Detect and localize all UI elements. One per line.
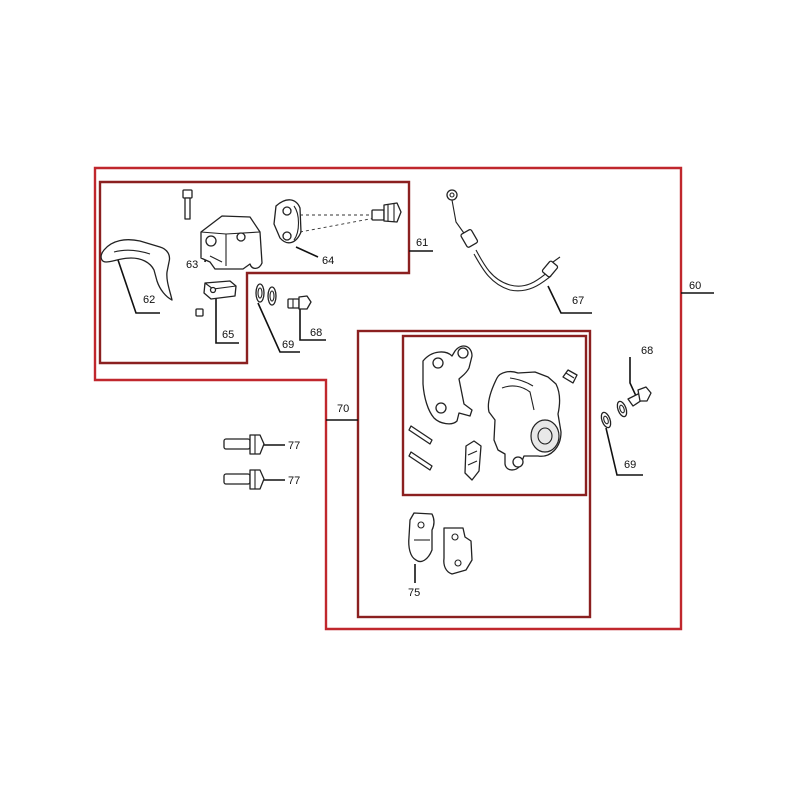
assembly-61-frame	[98, 180, 411, 365]
part-label-67: 67	[572, 295, 584, 307]
caliper-subframe	[401, 334, 588, 497]
part-label-68-top: 68	[310, 327, 322, 339]
leader-69-top	[257, 302, 300, 353]
part-label-77-lower: 77	[288, 475, 300, 487]
brake-master-cylinder-icon	[200, 215, 263, 270]
part-label-70: 70	[337, 403, 349, 415]
slide-pin-icon	[408, 425, 433, 471]
leader-62	[116, 256, 160, 314]
part-label-69-right: 69	[624, 459, 636, 471]
bolt-icon	[371, 202, 402, 223]
part-labels: 60 61 62 63 64 65 67 68 69 70 68 69 75 7…	[143, 237, 701, 599]
washer-icon	[600, 411, 612, 429]
leader-69-right	[605, 427, 643, 476]
washer-icon	[255, 283, 265, 303]
part-label-64: 64	[322, 255, 334, 267]
brake-pad-icon	[443, 527, 473, 575]
bolt-icon	[287, 295, 312, 310]
leader-68-top	[299, 307, 326, 341]
part-label-61: 61	[416, 237, 428, 249]
leader-67	[547, 285, 592, 314]
part-label-62: 62	[143, 294, 155, 306]
brake-lever-icon	[100, 239, 173, 301]
brake-pad-icon	[408, 512, 435, 563]
bolt-icon	[182, 189, 193, 220]
bleeder-valve-icon	[562, 369, 578, 384]
assembly-60-frame	[93, 166, 683, 631]
washer-icon	[267, 286, 277, 306]
part-label-75: 75	[408, 587, 420, 599]
part-label-77-upper: 77	[288, 440, 300, 452]
leader-65	[215, 297, 239, 344]
bolt-icon	[223, 469, 265, 490]
brake-light-switch-icon	[195, 280, 237, 317]
pad-spring-icon	[464, 440, 482, 481]
part-label-63: 63	[186, 259, 198, 271]
part-label-60: 60	[689, 280, 701, 292]
brake-caliper-icon	[487, 371, 562, 471]
leader-64	[295, 246, 319, 258]
part-label-65: 65	[222, 329, 234, 341]
assembly-line	[299, 217, 376, 233]
caliper-bracket-icon	[422, 345, 473, 425]
washer-icon	[616, 400, 628, 418]
part-label-68-right: 68	[641, 345, 653, 357]
assembly-70-frame	[356, 329, 592, 619]
brake-hose-icon	[446, 189, 561, 292]
part-label-69-top: 69	[282, 339, 294, 351]
bolt-icon	[627, 386, 652, 407]
handlebar-clamp-icon	[273, 199, 302, 244]
bolt-icon	[223, 434, 265, 455]
